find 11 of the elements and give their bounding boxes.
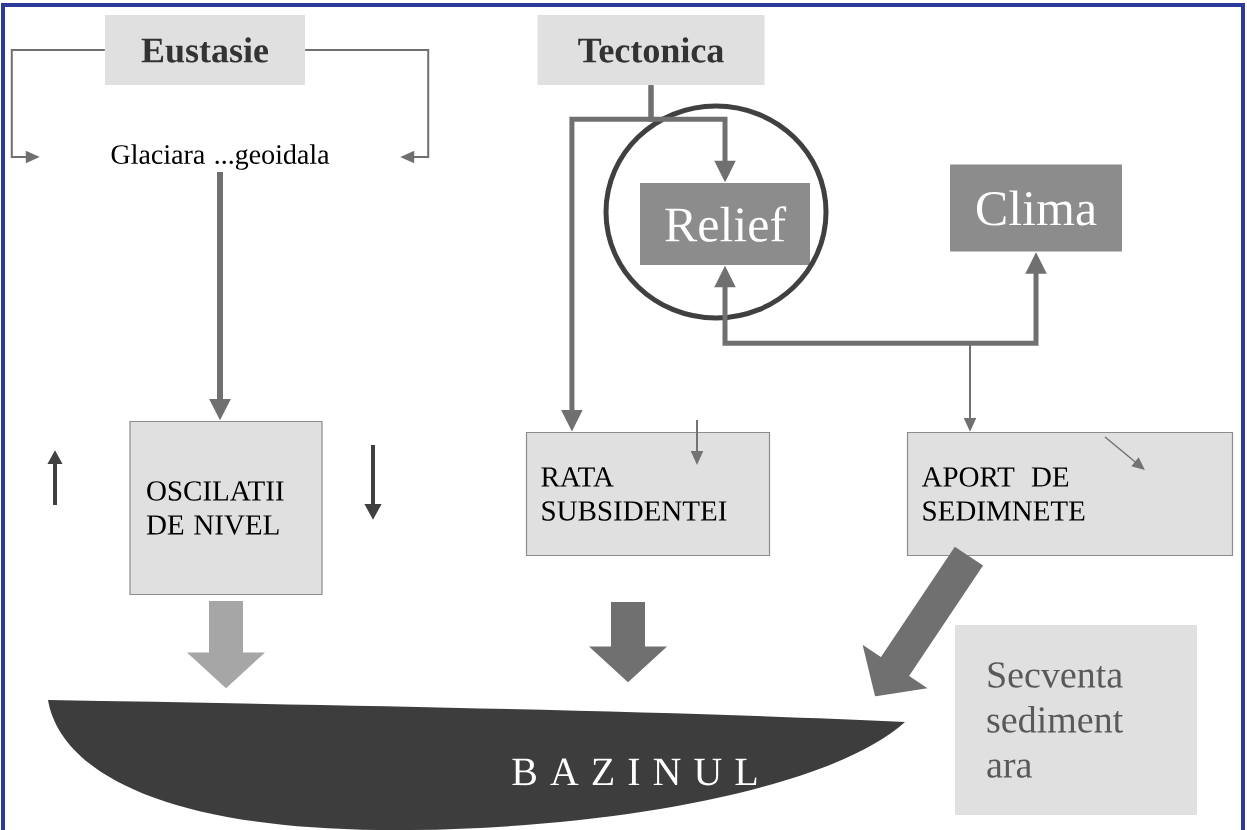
process-box: OSCILATII DE NIVEL	[129, 420, 323, 596]
title-box: Tectonica	[537, 15, 765, 85]
process-box: APORT DE SEDIMNETE	[906, 431, 1234, 557]
process-box: RATA SUBSIDENTEI	[525, 431, 771, 557]
note-box: Secventa sediment ara	[955, 625, 1197, 815]
process-box: Relief	[640, 183, 810, 265]
process-box: Clima	[950, 164, 1122, 252]
arrow	[304, 49, 430, 164]
basin-shape: B A Z I N U L	[48, 700, 905, 830]
process-text: Glaciara ...geoidala	[111, 144, 330, 170]
title-box: Eustasie	[105, 15, 305, 85]
